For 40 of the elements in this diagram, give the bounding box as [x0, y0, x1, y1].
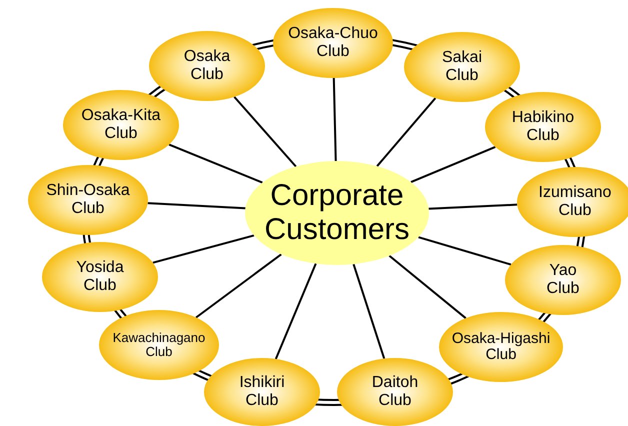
club-ellipse [42, 242, 158, 312]
connector-line [148, 202, 246, 210]
center-ellipse [245, 161, 429, 265]
club-ellipse [439, 312, 563, 382]
club-name: Habikino Club [510, 109, 576, 145]
club-name: Yao Club [546, 262, 580, 298]
club-name: Osaka-Higashi Club [450, 330, 552, 364]
club-ellipse [204, 358, 320, 426]
connector-line [196, 254, 282, 318]
connector-line [274, 263, 317, 360]
connector-line [376, 97, 436, 167]
club-name: Daitoh Club [370, 374, 420, 410]
connector-line [234, 96, 297, 168]
club-ellipse [28, 165, 148, 235]
club-name: Kawachinagano Club [112, 330, 206, 360]
club-ellipse [63, 90, 179, 160]
club-name: Osaka Club [182, 48, 232, 84]
connector-line [332, 78, 337, 162]
club-ellipse [505, 245, 621, 315]
club-ellipse [404, 32, 520, 102]
club-name: Ishikiri Club [238, 374, 286, 410]
club-ellipse [485, 92, 601, 162]
club-ellipse [149, 31, 265, 101]
club-name: Yosida Club [75, 259, 125, 295]
connector-line [352, 264, 386, 359]
connector-line [418, 236, 512, 266]
club-name: Osaka-Chuo Club [288, 25, 378, 61]
club-name: Osaka-Kita Club [80, 107, 162, 143]
club-name: Shin-Osaka Club [45, 182, 131, 218]
club-ellipse [99, 310, 219, 380]
connector-line [428, 204, 518, 210]
center-title: Corporate Customers [263, 178, 411, 248]
club-name: Sakai Club [440, 49, 484, 85]
connector-line [168, 144, 263, 184]
club-ellipse [273, 8, 393, 78]
club-ellipse [337, 358, 453, 426]
connector-line [388, 255, 466, 319]
connector-line [410, 146, 496, 184]
club-name: Izumisano Club [538, 184, 612, 220]
connector-line [152, 234, 254, 264]
